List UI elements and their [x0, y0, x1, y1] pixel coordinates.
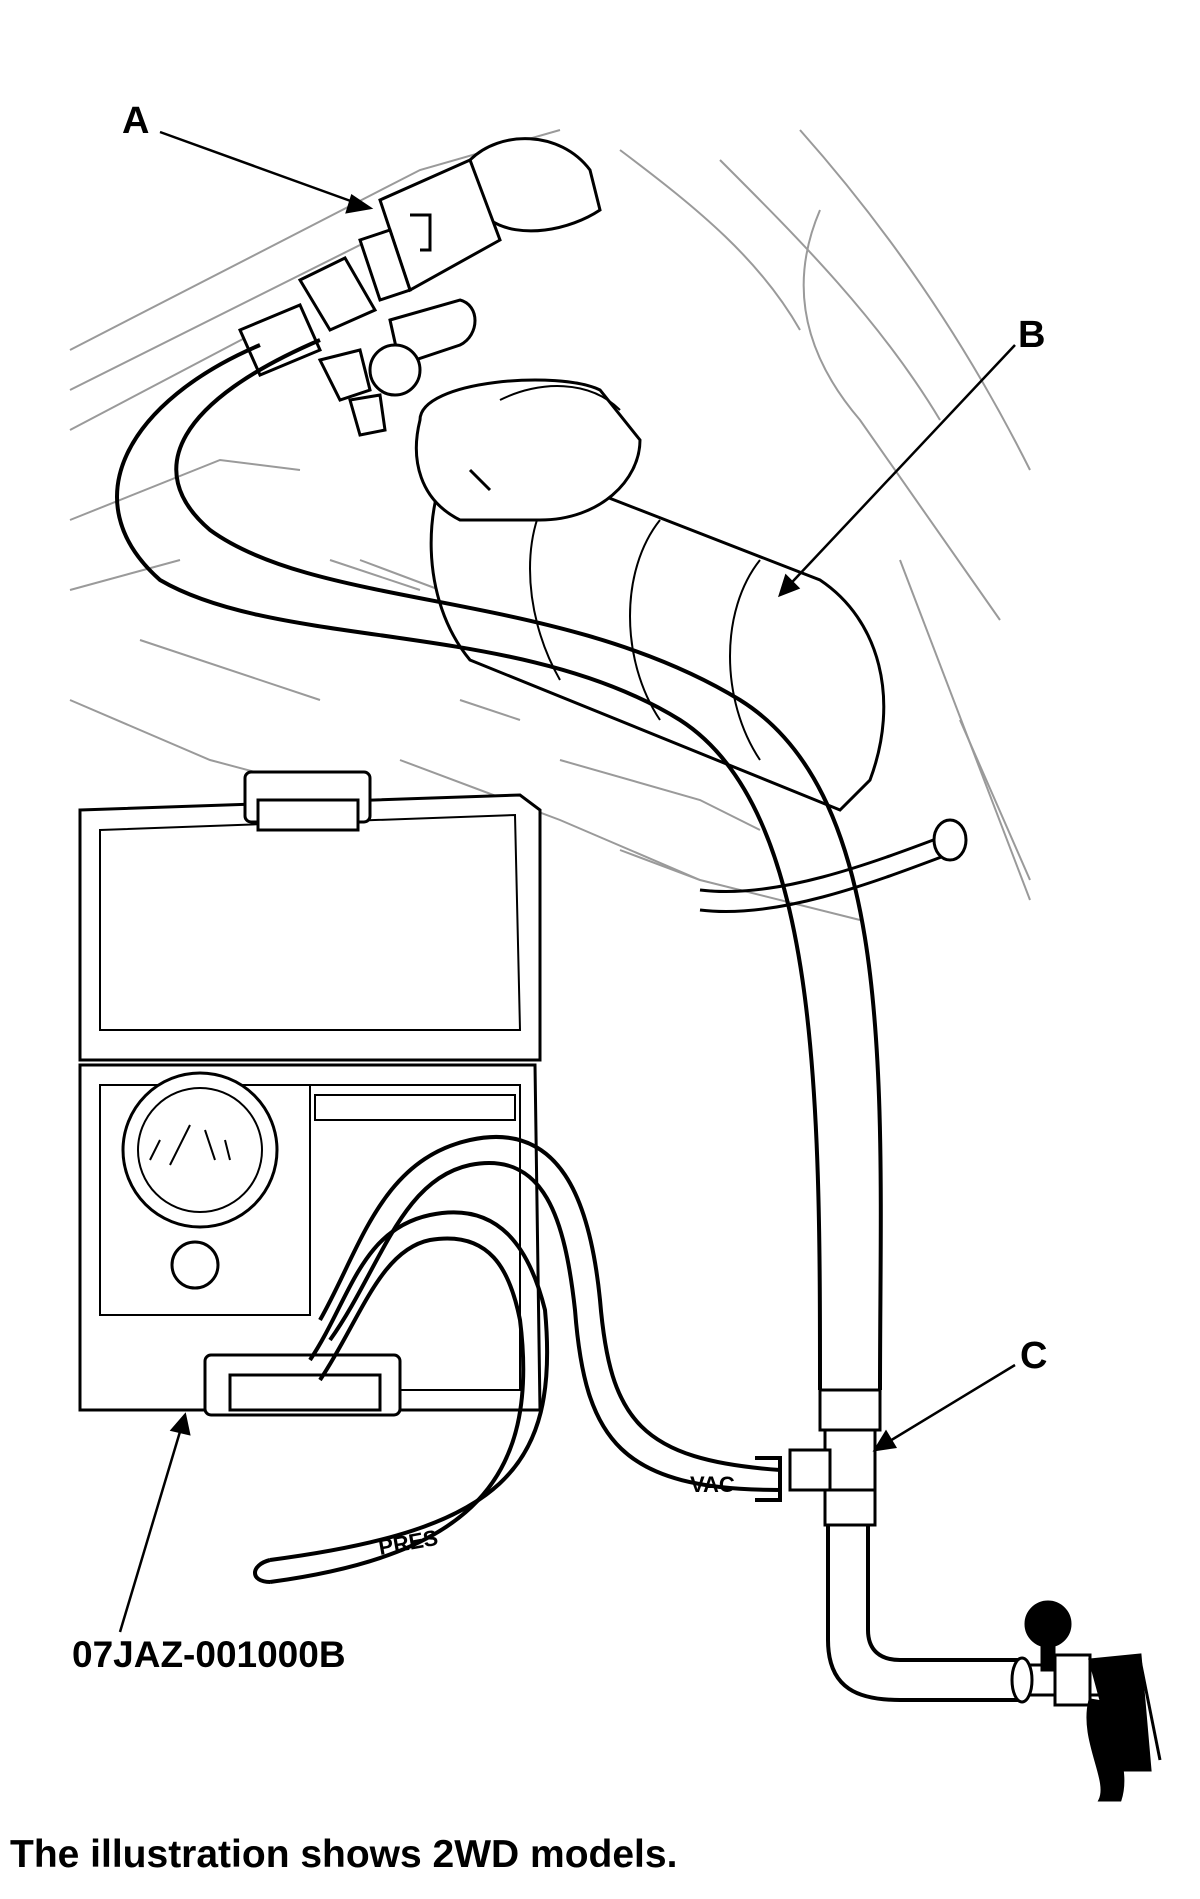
pump-hose [826, 1525, 1020, 1702]
callout-c: C [1020, 1335, 1048, 1377]
vacuum-pump-icon [1010, 1600, 1162, 1802]
tester-hoses [253, 1134, 782, 1584]
callout-b: B [1018, 314, 1046, 356]
evap-canister [429, 438, 968, 914]
canister-elbow [414, 378, 642, 522]
tool-part-number: 07JAZ-001000B [72, 1634, 346, 1675]
callout-leaders [118, 130, 1016, 1633]
fuel-tank-vapor-line [238, 137, 602, 437]
tester-case [78, 770, 542, 1417]
test-hose [115, 338, 883, 1391]
vehicle-underbody [69, 129, 1031, 921]
vac-label: VAC [690, 1472, 735, 1497]
figure-caption: The illustration shows 2WD models. [10, 1833, 678, 1876]
t-fitting [788, 1388, 882, 1527]
pres-label: PRES [377, 1525, 440, 1560]
callout-a: A [122, 100, 150, 142]
